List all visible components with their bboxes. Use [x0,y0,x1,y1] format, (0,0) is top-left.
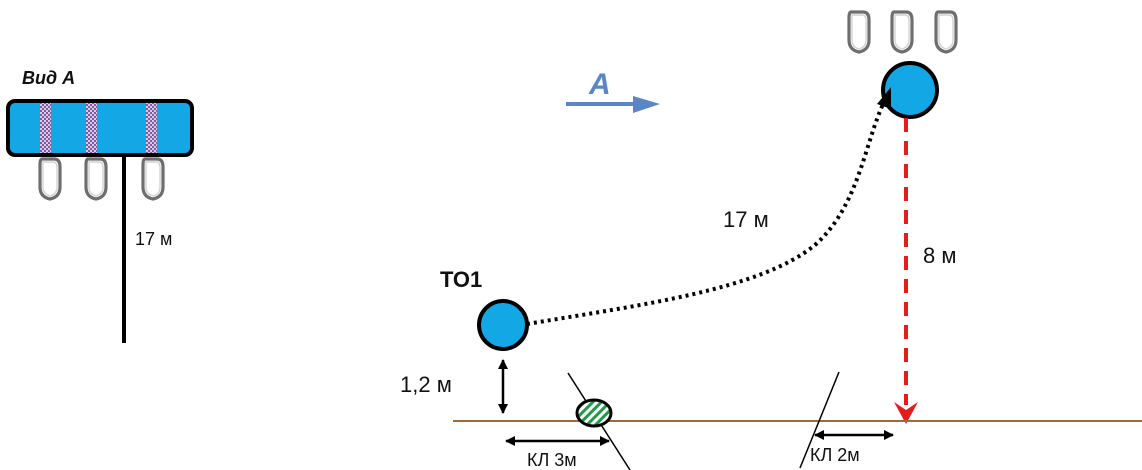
kl-right-label: КЛ 2м [810,445,860,465]
to1-anchor-point [477,299,529,351]
carabiner-icon [890,10,914,54]
arrow-a-label: А [588,68,611,101]
traverse-rope [526,99,887,326]
upper-anchor-group [847,10,958,119]
to1-label: ТО1 [440,267,482,292]
carabiner-icon [84,157,108,201]
drop-height-label: 8 м [923,243,956,268]
kl-left-label: КЛ 3м [527,450,577,470]
traverse-length-label: 17 м [723,207,769,232]
sling-band-1 [40,103,51,153]
view-a-panel: Вид А 17 м [6,68,194,343]
view-direction-arrow: А [566,68,660,113]
view-a-title: Вид А [22,68,75,88]
sling-band-2 [86,103,97,153]
sling-band-3 [146,103,157,153]
sling-bar [6,99,194,157]
hatched-marker [575,398,613,428]
height-label: 1,2 м [400,372,452,397]
vertical-drop-arrowhead [894,402,918,424]
arrow-a-head [633,96,660,113]
carabiner-icon [141,157,165,201]
traverse-rope-arrowhead [877,87,891,109]
upper-anchor-point [881,61,939,119]
view-a-rope-label: 17 м [135,229,172,249]
carabiner-icon [847,10,871,54]
control-line-right-slash [799,371,840,469]
carabiner-icon [934,10,958,54]
carabiner-icon [38,157,62,201]
